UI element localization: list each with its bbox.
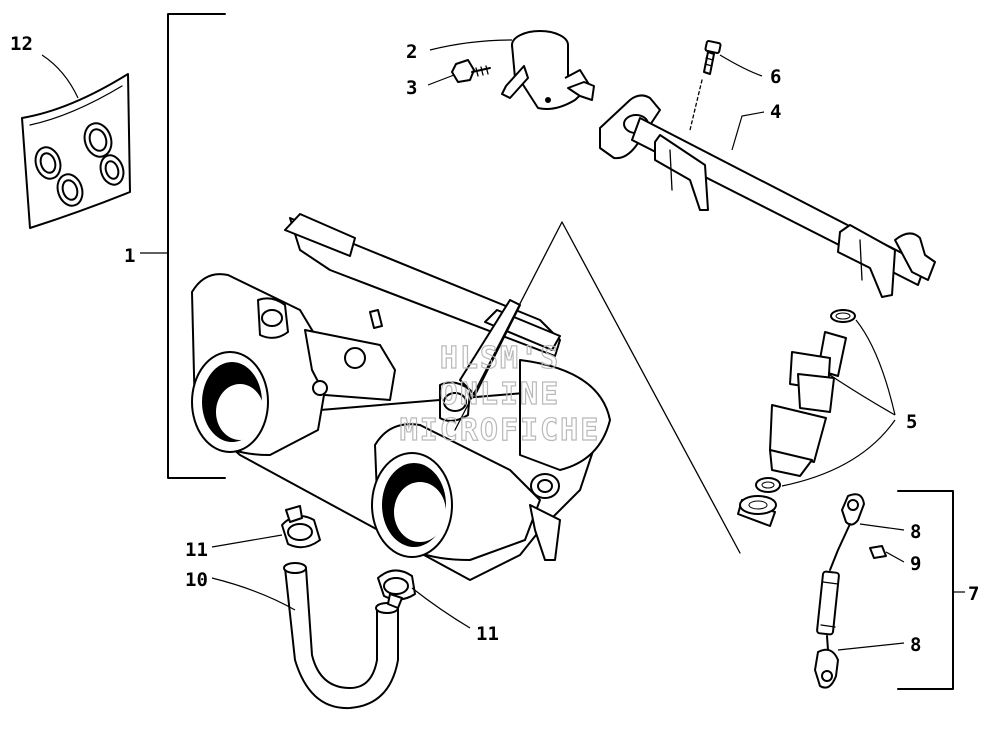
assembly-1-bracket bbox=[140, 13, 226, 479]
callout-11-upper: 11 bbox=[185, 539, 208, 561]
callout-12: 12 bbox=[10, 33, 33, 55]
callout-9: 9 bbox=[910, 553, 921, 575]
callout-4: 4 bbox=[770, 101, 781, 123]
screw-item-6 bbox=[703, 40, 722, 75]
callout-11-lower: 11 bbox=[476, 623, 499, 645]
watermark: HLSM'S ONLINE MICROFICHE bbox=[399, 340, 601, 448]
gasket-kit-illustration bbox=[21, 73, 131, 229]
watermark-line-1: HLSM'S bbox=[440, 341, 560, 376]
hose-clamp-upper bbox=[281, 505, 321, 549]
callout-2: 2 bbox=[406, 41, 417, 63]
callout-6: 6 bbox=[770, 66, 781, 88]
watermark-line-3: MICROFICHE bbox=[400, 413, 601, 448]
callout-3: 3 bbox=[406, 77, 417, 99]
assembly-7-bracket bbox=[897, 490, 965, 690]
fuel-injector bbox=[737, 309, 856, 527]
callout-8-lower: 8 bbox=[910, 634, 921, 656]
callout-8-upper: 8 bbox=[910, 521, 921, 543]
callout-1: 1 bbox=[124, 245, 135, 267]
throttle-body-assembly bbox=[191, 213, 611, 581]
callout-labels: 12 1 2 3 6 4 5 8 9 7 8 11 10 11 bbox=[10, 33, 979, 656]
fuel-pressure-regulator bbox=[501, 30, 595, 110]
watermark-line-2: ONLINE bbox=[440, 377, 560, 412]
fuel-rail bbox=[599, 94, 936, 298]
callout-7: 7 bbox=[968, 583, 979, 605]
hose-clamp-lower bbox=[377, 569, 416, 609]
callout-10: 10 bbox=[185, 569, 208, 591]
callout-5: 5 bbox=[906, 411, 917, 433]
ground-wire bbox=[814, 493, 887, 689]
screw-item-3 bbox=[451, 59, 491, 83]
